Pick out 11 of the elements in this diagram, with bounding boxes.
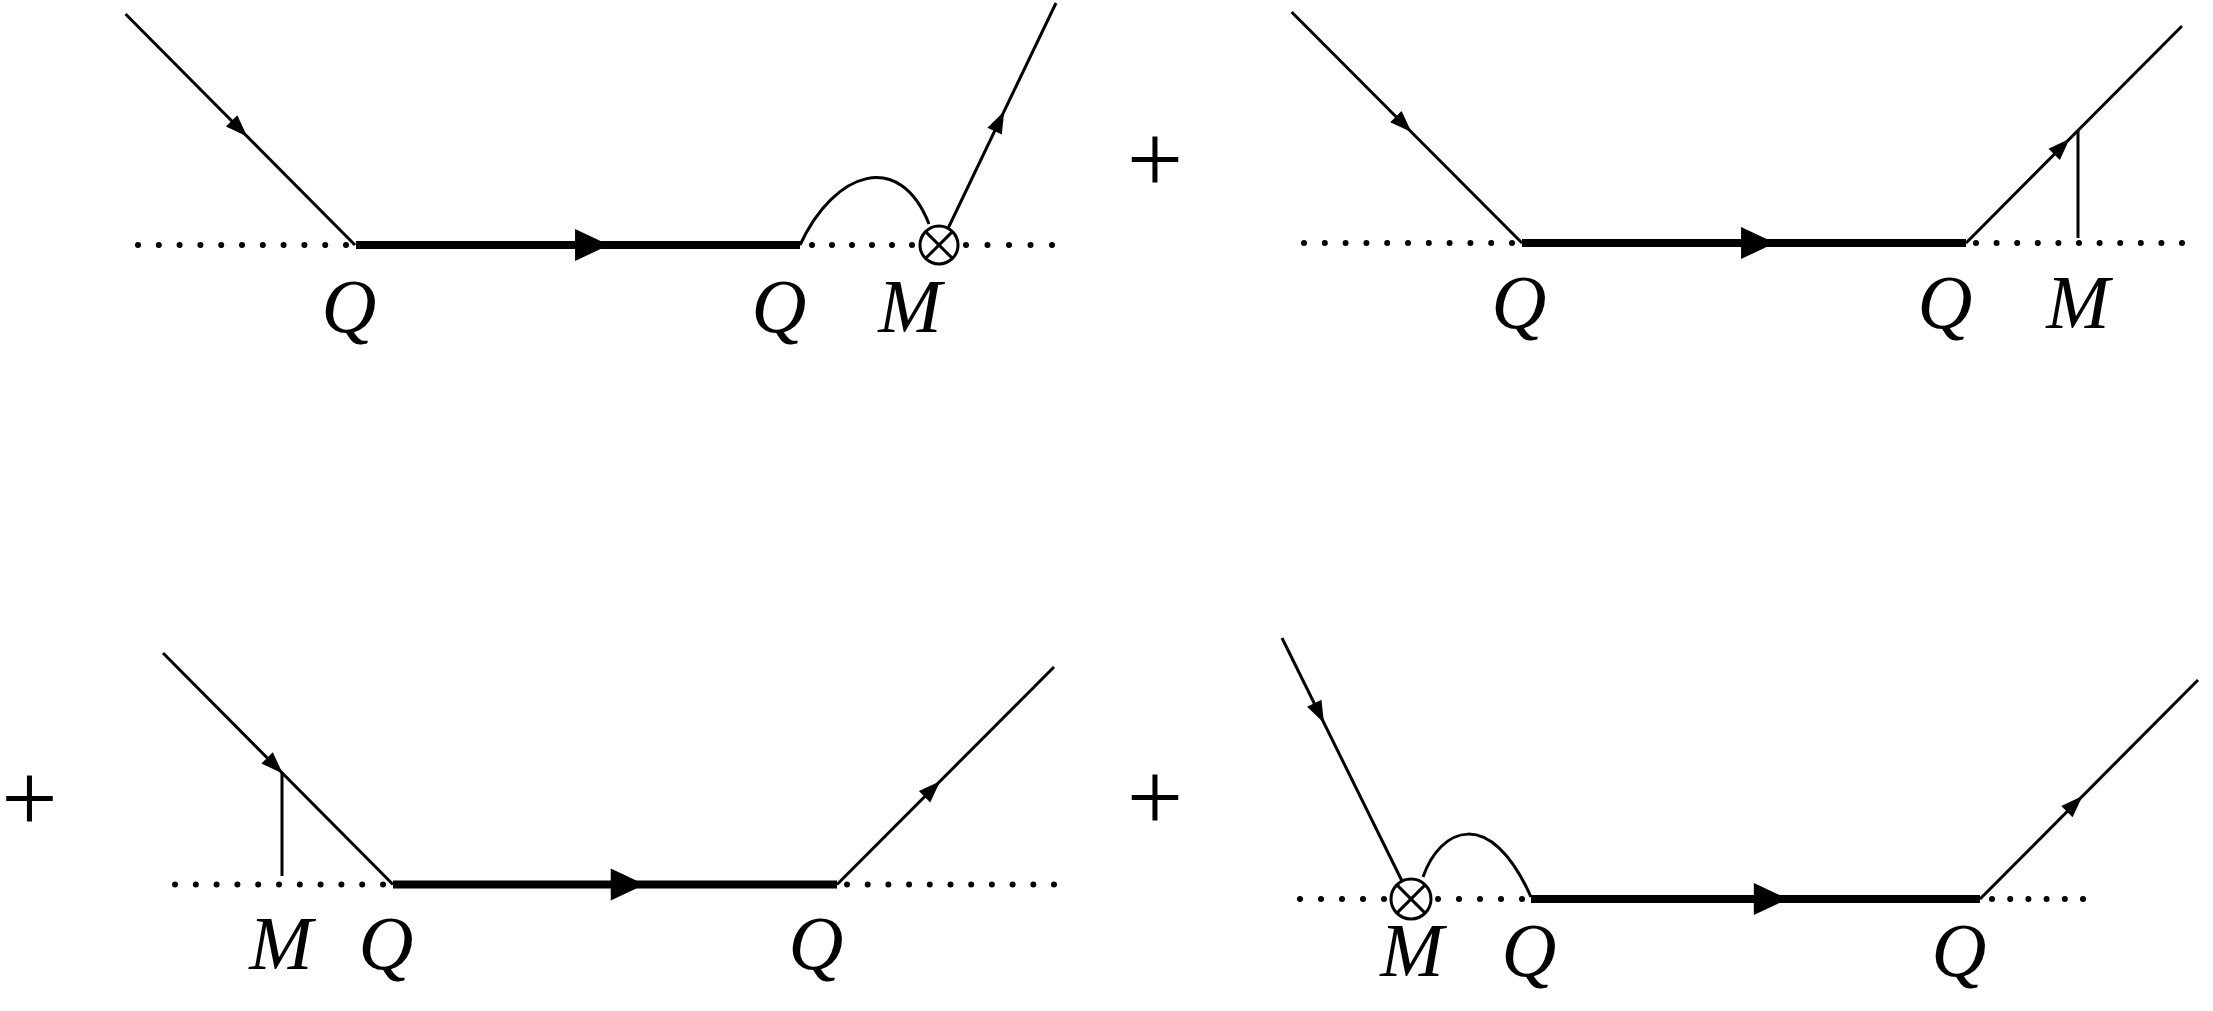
plus-sign: + (1126, 763, 1184, 833)
vertex-label: Q (751, 268, 807, 344)
vertex-label: Q (358, 905, 414, 981)
vertex-label: Q (788, 905, 844, 981)
vertex-label: Q (1917, 264, 1973, 340)
plus-sign: + (1126, 125, 1184, 195)
vertex-label: Q (321, 268, 377, 344)
vertex-label: Q (1931, 912, 1987, 988)
vertex-label: Q (1491, 264, 1547, 340)
vertex-label: Q (1501, 912, 1557, 988)
plus-sign: + (1, 764, 58, 834)
